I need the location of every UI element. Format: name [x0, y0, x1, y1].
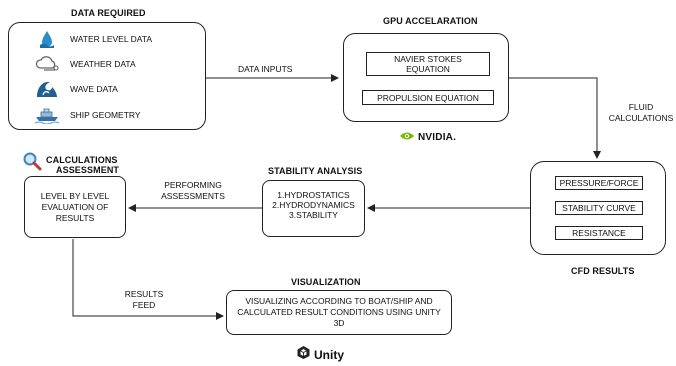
performing-line2: ASSESSMENTS	[161, 191, 225, 201]
cfd-title: CFD RESULTS	[571, 266, 635, 276]
stability-line-1: 1.HYDROSTATICS	[277, 190, 350, 200]
results-line1: RESULTS	[124, 289, 164, 299]
req-row-water: WATER LEVEL DATA	[34, 29, 152, 49]
edge-fluid-calculations	[508, 77, 601, 159]
stability-box: 1.HYDROSTATICS 2.HYDRODYNAMICS 3.STABILI…	[262, 180, 365, 237]
calc-text: LEVEL BY LEVEL EVALUATION OF RESULTS	[40, 190, 110, 223]
calc-title-line1: CALCULATIONS	[46, 155, 118, 165]
unity-cube-icon	[296, 345, 311, 365]
req-label-ship: SHIP GEOMETRY	[70, 110, 141, 120]
weather-cloud-icon	[34, 54, 60, 74]
req-row-weather: WEATHER DATA	[34, 54, 136, 74]
fluid-line1: FLUID	[628, 102, 654, 112]
gpu-box: NAVIER STOKES EQUATION PROPULSION EQUATI…	[343, 33, 509, 122]
data-required-box: WATER LEVEL DATA WEATHER DATA WAVE DATA	[8, 22, 206, 130]
edge-label-performing: PERFORMING ASSESSMENTS	[158, 180, 228, 202]
unity-text: Unity	[314, 348, 344, 362]
visualization-box: VISUALIZING ACCORDING TO BOAT/SHIP AND C…	[226, 290, 452, 335]
visualization-text: VISUALIZING ACCORDING TO BOAT/SHIP AND C…	[237, 296, 441, 328]
edge-label-results: RESULTS FEED	[121, 289, 167, 311]
ship-icon	[34, 105, 60, 125]
navier-stokes-box: NAVIER STOKES EQUATION	[366, 52, 490, 76]
calc-box: LEVEL BY LEVEL EVALUATION OF RESULTS	[24, 176, 126, 238]
data-required-title: DATA REQUIRED	[71, 8, 146, 18]
water-drop-icon	[34, 29, 60, 49]
results-line2: FEED	[132, 300, 156, 310]
nvidia-eye-icon	[399, 128, 415, 146]
stability-lines: 1.HYDROSTATICS 2.HYDRODYNAMICS 3.STABILI…	[263, 190, 364, 220]
nvidia-logo: NVIDIA.	[399, 128, 456, 146]
cfd-item-pressure: PRESSURE/FORCE	[555, 176, 643, 190]
propulsion-box: PROPULSION EQUATION	[362, 90, 494, 105]
stability-title: STABILITY ANALYSIS	[268, 166, 363, 176]
calc-title: CALCULATIONS ASSESSMENT	[46, 155, 119, 175]
unity-logo: Unity	[296, 345, 344, 365]
edge-results-feed	[72, 239, 224, 320]
req-row-ship: SHIP GEOMETRY	[34, 105, 141, 125]
req-row-wave: WAVE DATA	[34, 79, 118, 99]
cfd-item-resistance: RESISTANCE	[555, 226, 643, 240]
visualization-title: VISUALIZATION	[291, 277, 361, 287]
req-label-wave: WAVE DATA	[70, 84, 118, 94]
nvidia-text: NVIDIA.	[418, 131, 457, 143]
edge-label-fluid: FLUID CALCULATIONS	[606, 102, 676, 124]
performing-line1: PERFORMING	[164, 180, 222, 190]
cfd-item-stability-curve: STABILITY CURVE	[555, 201, 643, 215]
req-label-water: WATER LEVEL DATA	[70, 34, 153, 44]
gpu-title: GPU ACCELARATION	[383, 16, 478, 26]
req-label-weather: WEATHER DATA	[70, 59, 136, 69]
cfd-box: PRESSURE/FORCE STABILITY CURVE RESISTANC…	[530, 161, 666, 255]
edge-label-data-inputs: DATA INPUTS	[238, 64, 293, 74]
calc-title-line2: ASSESSMENT	[56, 165, 120, 175]
stability-line-3: 3.STABILITY	[289, 210, 338, 220]
stability-line-2: 2.HYDRODYNAMICS	[272, 200, 355, 210]
magnifier-icon	[22, 151, 42, 176]
wave-icon	[34, 79, 60, 99]
fluid-line2: CALCULATIONS	[608, 113, 674, 123]
